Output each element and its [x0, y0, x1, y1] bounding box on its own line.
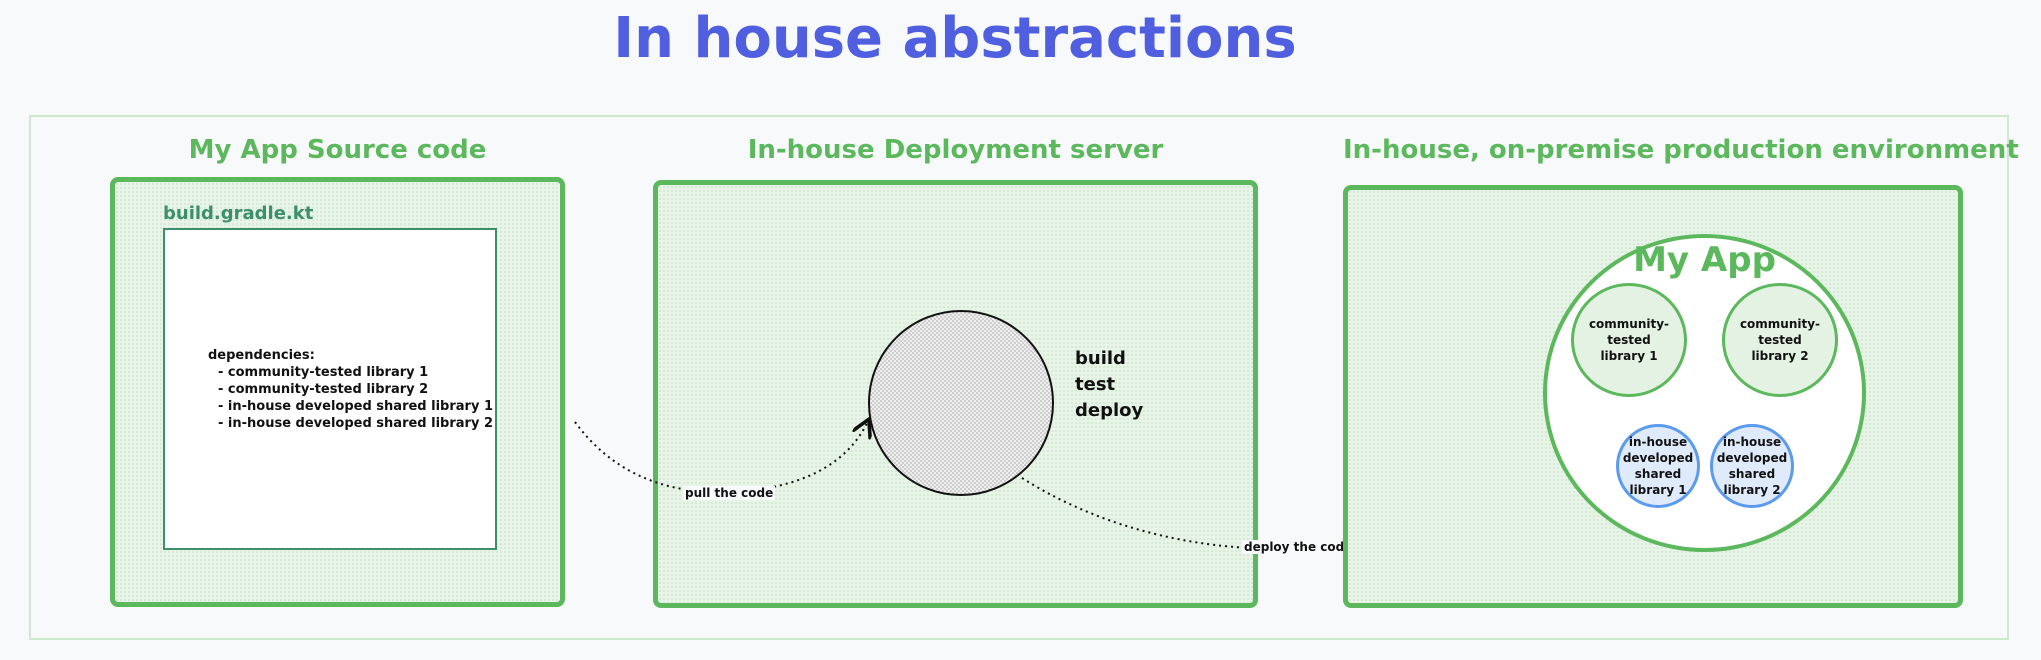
- build-file-box: dependencies: - community-tested library…: [163, 228, 497, 550]
- dependencies-header: dependencies:: [208, 348, 315, 363]
- step-build: build: [1075, 348, 1126, 369]
- deployment-server-circle: [868, 310, 1054, 496]
- library-inhouse-1: in-house developed shared library 1: [1616, 424, 1700, 508]
- library-community-2: community-tested library 2: [1722, 283, 1838, 397]
- pull-arrow: [574, 421, 868, 494]
- file-label: build.gradle.kt: [163, 203, 314, 224]
- dependency-item: - in-house developed shared library 1: [218, 399, 493, 414]
- dependency-item: - community-tested library 2: [218, 382, 429, 397]
- production-panel-title: In-house, on-premise production environm…: [1343, 135, 2019, 165]
- dependency-item: - community-tested library 1: [218, 365, 429, 380]
- dependency-item: - in-house developed shared library 2: [218, 416, 493, 431]
- my-app-title: My App: [1633, 240, 1776, 280]
- step-test: test: [1075, 374, 1116, 395]
- outer-frame: [29, 115, 2009, 640]
- deployment-steps: build test deploy: [1075, 346, 1143, 424]
- deployment-panel-title: In-house Deployment server: [747, 135, 1164, 165]
- page-title: In house abstractions: [613, 6, 1297, 71]
- library-inhouse-2: in-house developed shared library 2: [1710, 424, 1794, 508]
- dependencies-list: dependencies: - community-tested library…: [208, 347, 493, 432]
- step-deploy: deploy: [1075, 400, 1144, 421]
- pull-arrow-label: pull the code: [683, 486, 776, 500]
- my-app-circle: [1543, 234, 1866, 552]
- library-community-1: community-tested library 1: [1571, 283, 1687, 397]
- source-panel-title: My App Source code: [188, 135, 487, 165]
- deploy-arrow-label: deploy the code: [1242, 540, 1355, 554]
